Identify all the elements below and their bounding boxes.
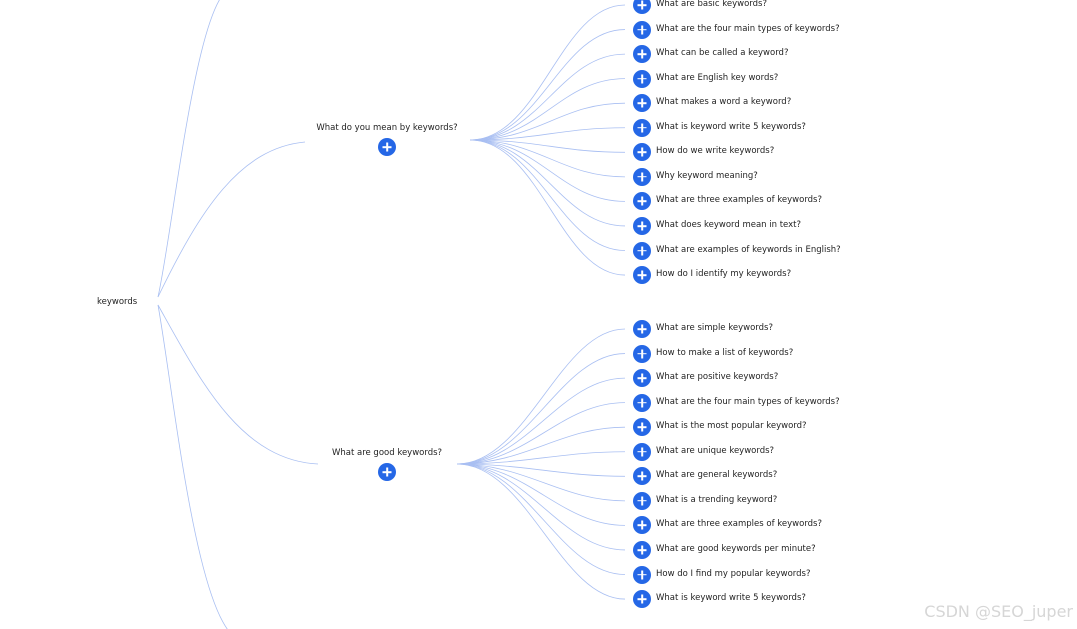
- connector-line: [469, 139, 626, 251]
- leaf-label: What is keyword write 5 keywords?: [656, 121, 806, 132]
- connector-line: [469, 127, 626, 141]
- connector-line: [469, 139, 626, 153]
- connector-line: [469, 102, 626, 141]
- expand-plus-icon[interactable]: [633, 540, 651, 559]
- expand-plus-icon[interactable]: [633, 118, 651, 137]
- root-node-label: keywords: [97, 297, 138, 307]
- leaf-label: What are three examples of keywords?: [656, 519, 822, 530]
- expand-plus-icon[interactable]: [633, 565, 651, 584]
- expand-plus-icon[interactable]: [633, 467, 651, 486]
- leaf-label: What is a trending keyword?: [656, 494, 778, 505]
- connector-line: [157, 304, 319, 465]
- connector-line: [469, 139, 626, 202]
- leaf-label: What are English key words?: [656, 72, 779, 83]
- connector-line: [157, 304, 228, 629]
- leaf-label: What is the most popular keyword?: [656, 421, 807, 432]
- expand-plus-icon[interactable]: [633, 69, 651, 88]
- expand-plus-icon[interactable]: [633, 442, 651, 461]
- connector-line: [157, 0, 221, 298]
- leaf-label: What are the four main types of keywords…: [656, 396, 840, 407]
- expand-plus-icon[interactable]: [633, 266, 651, 285]
- expand-plus-icon[interactable]: [633, 320, 651, 338]
- leaf-label: What are good keywords per minute?: [656, 543, 816, 554]
- connector-line: [469, 53, 626, 141]
- expand-plus-icon[interactable]: [633, 143, 651, 162]
- leaf-label: What are basic keywords?: [656, 0, 767, 9]
- expand-plus-icon[interactable]: [633, 192, 651, 211]
- leaf-label: What makes a word a keyword?: [656, 97, 792, 108]
- leaf-label: What can be called a keyword?: [656, 48, 789, 59]
- connector-line: [456, 353, 626, 465]
- connector-line: [456, 402, 626, 465]
- connector-line: [456, 377, 626, 465]
- connector-line: [469, 139, 626, 276]
- expand-plus-icon[interactable]: [633, 418, 651, 437]
- connector-line: [456, 463, 626, 600]
- expand-plus-icon[interactable]: [633, 20, 651, 39]
- connector-line: [456, 463, 626, 575]
- expand-plus-icon[interactable]: [633, 344, 651, 363]
- leaf-label: How do we write keywords?: [656, 146, 775, 157]
- expand-plus-icon[interactable]: [633, 369, 651, 388]
- connector-line: [469, 139, 626, 178]
- branch-label: What are good keywords?: [331, 448, 443, 458]
- watermark: CSDN @SEO_juper: [924, 602, 1073, 621]
- expand-plus-icon[interactable]: [633, 590, 651, 609]
- leaf-label: What are unique keywords?: [656, 445, 775, 456]
- connector-line: [469, 4, 626, 141]
- expand-plus-icon[interactable]: [633, 393, 651, 412]
- leaf-label: What are the four main types of keywords…: [656, 23, 840, 34]
- leaf-label: What does keyword mean in text?: [656, 219, 802, 230]
- expand-plus-icon[interactable]: [633, 167, 651, 186]
- leaf-label: What are general keywords?: [656, 470, 778, 481]
- expand-plus-icon[interactable]: [378, 463, 396, 481]
- connector-line: [469, 29, 626, 141]
- leaf-label: What are simple keywords?: [656, 323, 773, 333]
- connector-line: [456, 463, 626, 526]
- connector-line: [456, 328, 626, 465]
- connector-line: [157, 141, 306, 298]
- expand-plus-icon[interactable]: [633, 516, 651, 535]
- leaf-label: How do I identify my keywords?: [656, 269, 792, 280]
- connector-line: [456, 451, 626, 465]
- expand-plus-icon[interactable]: [633, 45, 651, 64]
- connector-line: [456, 426, 626, 465]
- leaf-label: What are positive keywords?: [656, 372, 779, 383]
- leaf-label: How to make a list of keywords?: [656, 347, 794, 358]
- expand-plus-icon[interactable]: [633, 216, 651, 235]
- leaf-label: Why keyword meaning?: [656, 170, 758, 181]
- leaf-label: What are examples of keywords in English…: [656, 244, 841, 255]
- expand-plus-icon[interactable]: [633, 241, 651, 260]
- connector-line: [456, 463, 626, 502]
- expand-plus-icon[interactable]: [378, 138, 396, 156]
- leaf-label: What is keyword write 5 keywords?: [656, 593, 806, 604]
- expand-plus-icon[interactable]: [633, 94, 651, 113]
- connector-line: [469, 78, 626, 141]
- branch-label: What do you mean by keywords?: [316, 123, 458, 133]
- connector-line: [469, 139, 626, 227]
- connector-line: [456, 463, 626, 477]
- leaf-label: What are three examples of keywords?: [656, 195, 822, 206]
- connector-line: [456, 463, 626, 551]
- expand-plus-icon[interactable]: [633, 0, 651, 14]
- leaf-label: How do I find my popular keywords?: [656, 568, 811, 579]
- expand-plus-icon[interactable]: [633, 491, 651, 510]
